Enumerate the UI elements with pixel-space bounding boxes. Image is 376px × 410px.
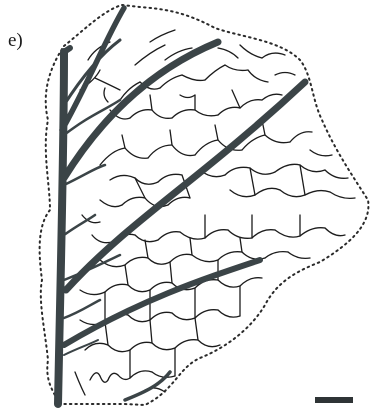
- primary-vein-system: [58, 8, 305, 404]
- primary-lateral-vein-1: [64, 48, 70, 52]
- midrib: [58, 52, 64, 404]
- primary-lateral-vein-3: [66, 82, 305, 290]
- secondary-vein-6: [64, 300, 100, 318]
- scale-bar: [315, 397, 353, 403]
- secondary-vein-4: [64, 215, 95, 235]
- minor-vein-network: [75, 30, 355, 395]
